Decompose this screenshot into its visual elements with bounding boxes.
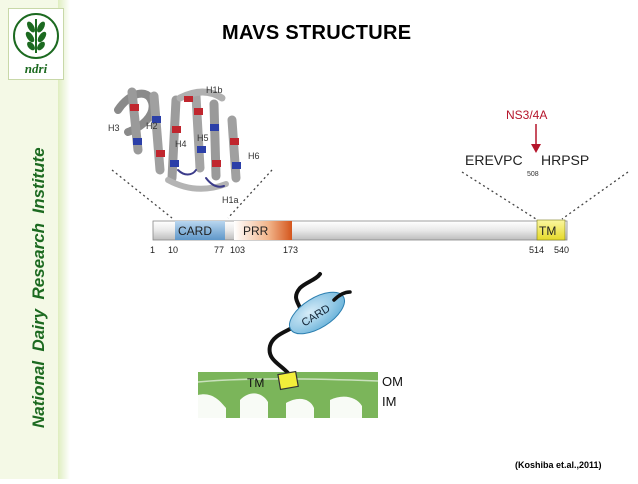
helix-label: H6 (248, 151, 260, 161)
helix-label: H1a (222, 195, 239, 205)
citation: (Koshiba et.al.,2011) (515, 460, 602, 470)
sequence-left: EREVPC (465, 152, 523, 168)
outer-membrane-label: OM (382, 374, 403, 389)
sequence-right: HRPSP (541, 152, 589, 168)
residue-position: 10 (168, 245, 178, 255)
tm-zoom-line (561, 171, 629, 220)
helix-label: H2 (146, 121, 158, 131)
card-oval (289, 291, 345, 335)
wheat-emblem-icon (13, 13, 59, 59)
helix-label: H1b (206, 85, 223, 95)
card-crystal-structure: H1b H2 H3 H4 H5 H6 H1a (108, 85, 260, 205)
prr-domain (234, 221, 292, 240)
ndri-logo: ndri (8, 8, 64, 80)
tm-anchor-label: TM (247, 376, 264, 390)
mavs-domain-bar: CARD PRR TM (152, 219, 568, 241)
inner-membrane-cristae (198, 393, 362, 418)
tm-domain (536, 219, 566, 241)
mitochondrial-membrane: CARD TM OM IM (197, 272, 403, 418)
residue-position: 1 (150, 245, 155, 255)
domain-label-card: CARD (178, 224, 212, 238)
helix-label: H4 (175, 139, 187, 149)
cleavage-position: 508 (527, 171, 539, 178)
sidebar-edge (58, 0, 70, 479)
domain-label-prr: PRR (243, 224, 269, 238)
card-zoom-line (111, 169, 173, 219)
card-zoom-line (227, 169, 273, 219)
residue-position: 77 (214, 245, 224, 255)
residue-position: 103 (230, 245, 245, 255)
card-domain (175, 221, 225, 240)
logo-text: ndri (24, 61, 48, 76)
helix-label: H5 (197, 133, 209, 143)
institute-name-band: National Dairy Research Institute (0, 0, 58, 479)
slide-title: MAVS STRUCTURE (222, 22, 412, 44)
tm-zoom-line (461, 171, 537, 220)
cleavage-arrowhead-icon (531, 144, 541, 153)
tm-anchor (277, 370, 299, 391)
residue-position: 540 (554, 245, 569, 255)
domain-label-tm: TM (539, 224, 556, 238)
inner-membrane-label: IM (382, 394, 396, 409)
residue-position: 173 (283, 245, 298, 255)
protease-label: NS3/4A (506, 108, 547, 122)
institute-name: National Dairy Research Institute (29, 147, 48, 428)
residue-position: 514 (529, 245, 544, 255)
helix-label: H3 (108, 123, 120, 133)
